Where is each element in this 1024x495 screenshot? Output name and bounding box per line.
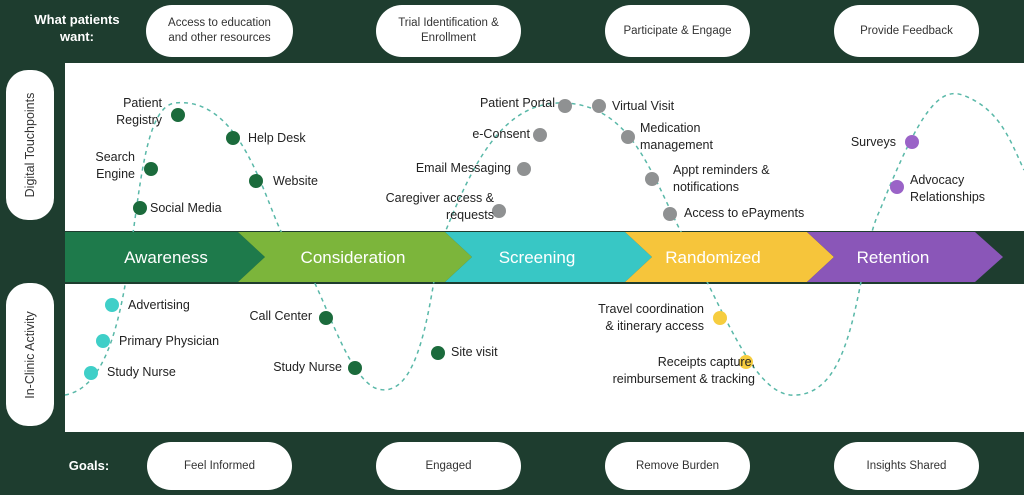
stage-arrow-awareness [65, 232, 265, 282]
dot-primary-physician [96, 334, 110, 348]
label-study-nurse-2: Study Nurse [273, 360, 342, 374]
dot-e-consent [533, 128, 547, 142]
stage-arrow-retention [807, 232, 1003, 282]
dot-virtual-visit [592, 99, 606, 113]
goal-pill-engaged: Engaged [376, 442, 521, 490]
want-pill-education: Access to education and other resources [146, 5, 293, 57]
goals-label: Goals: [68, 458, 110, 473]
digital-panel [65, 63, 1024, 231]
dot-site-visit [431, 346, 445, 360]
dot-study-nurse-2 [348, 361, 362, 375]
stage-screening: Screening [499, 248, 576, 267]
want-pill-trial: Trial Identification & Enrollment [376, 5, 521, 57]
dot-appt-reminders [645, 172, 659, 186]
label-website: Website [273, 174, 318, 188]
dot-email-messaging [517, 162, 531, 176]
label-social-media: Social Media [150, 201, 222, 215]
want-pill-participate: Participate & Engage [605, 5, 750, 57]
dot-website [249, 174, 263, 188]
dot-study-nurse-1 [84, 366, 98, 380]
label-call-center: Call Center [249, 309, 312, 323]
want-pill-feedback: Provide Feedback [834, 5, 979, 57]
label-surveys: Surveys [850, 135, 896, 149]
stage-arrow-screening [445, 232, 652, 282]
label-patient-registry: Patient Registry [116, 96, 162, 127]
dot-social-media [133, 201, 147, 215]
dot-advertising [105, 298, 119, 312]
label-e-consent: e-Consent [472, 127, 530, 141]
label-patient-portal: Patient Portal [479, 96, 555, 110]
dot-receipts [739, 355, 753, 369]
stage-arrow-consideration [238, 232, 472, 282]
label-travel: Travel coordination & itinerary access [598, 302, 704, 333]
label-site-visit: Site visit [451, 345, 498, 359]
journey-wave [64, 92, 1024, 396]
clinic-panel [65, 284, 1024, 432]
stage-awareness: Awareness [124, 248, 208, 267]
dot-patient-registry [171, 108, 185, 122]
label-primary-physician: Primary Physician [119, 334, 220, 348]
dot-call-center [319, 311, 333, 325]
dot-epayments [663, 207, 677, 221]
goal-pill-informed: Feel Informed [147, 442, 292, 490]
dot-advocacy [890, 180, 904, 194]
dot-medication [621, 130, 635, 144]
label-email-messaging: Email Messaging [415, 161, 511, 175]
label-appt-reminders: Appt reminders & notifications [673, 163, 770, 194]
label-medication: Medication management [640, 121, 713, 152]
dot-help-desk [226, 131, 240, 145]
label-receipts: Receipts capture, reimbursement & tracki… [612, 355, 755, 386]
label-advertising: Advertising [128, 298, 190, 312]
goal-pill-insights: Insights Shared [834, 442, 979, 490]
stage-arrow-randomized [625, 232, 834, 282]
stage-retention: Retention [857, 248, 930, 267]
label-search-engine: Search Engine [95, 150, 135, 181]
label-virtual-visit: Virtual Visit [612, 99, 675, 113]
dot-caregiver [492, 204, 506, 218]
stage-randomized: Randomized [665, 248, 760, 267]
in-clinic-activity-label: In-Clinic Activity [6, 283, 54, 426]
label-study-nurse-1: Study Nurse [107, 365, 176, 379]
stage-consideration: Consideration [301, 248, 406, 267]
label-advocacy: Advocacy Relationships [910, 173, 986, 204]
goal-pill-remove-burden: Remove Burden [605, 442, 750, 490]
dot-surveys [905, 135, 919, 149]
label-caregiver: Caregiver access & requests [385, 191, 494, 222]
dot-search-engine [144, 162, 158, 176]
digital-touchpoints-label: Digital Touchpoints [6, 70, 54, 220]
label-epayments: Access to ePayments [684, 206, 805, 220]
label-help-desk: Help Desk [248, 131, 306, 145]
dot-travel [713, 311, 727, 325]
wants-label: What patients want: [34, 12, 120, 44]
dot-patient-portal [558, 99, 572, 113]
